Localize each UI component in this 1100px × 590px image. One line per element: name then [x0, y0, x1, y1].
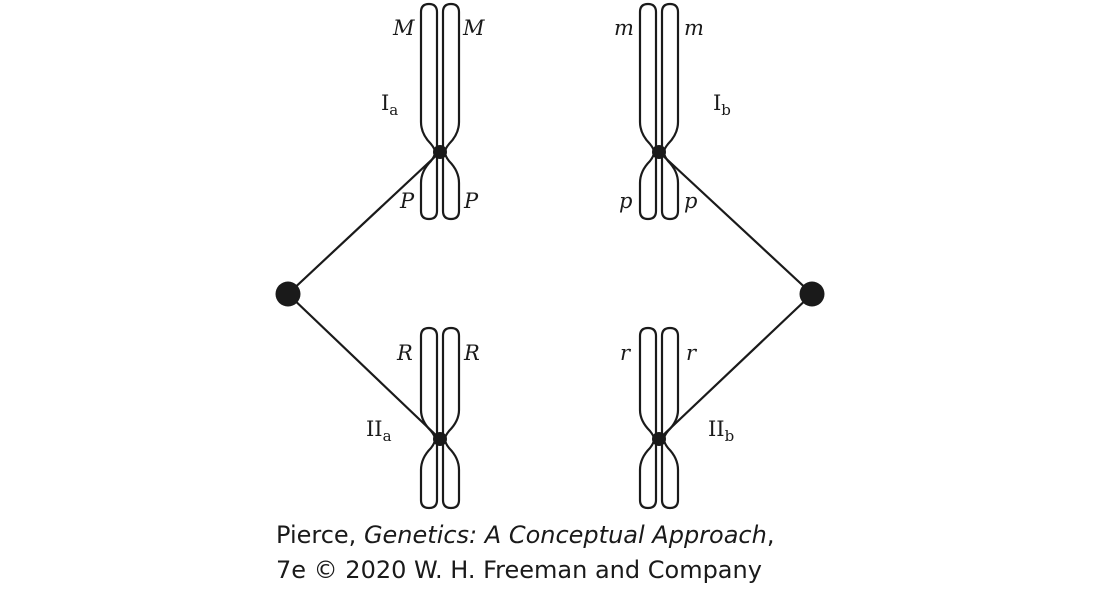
chromosome-IIa [419, 326, 461, 510]
chromosome-label-IIa: IIa [366, 417, 392, 445]
chromatid-left [419, 326, 439, 510]
chromatid-left [638, 326, 658, 510]
chromatid-left [638, 2, 658, 221]
allele-label: p [619, 189, 632, 213]
caption-line-1: Pierce, Genetics: A Conceptual Approach, [276, 518, 774, 553]
spindle-fiber-right-to-Ib [658, 151, 813, 295]
chromosome-label-Ia: Ia [381, 91, 398, 119]
allele-label: P [399, 189, 415, 213]
centromere-IIa [433, 432, 447, 446]
chromosome-Ib [638, 2, 680, 221]
allele-label: m [614, 16, 634, 40]
centromere-IIb [652, 432, 666, 446]
allele-label: p [684, 189, 697, 213]
allele-label: R [463, 341, 480, 365]
figure-caption: Pierce, Genetics: A Conceptual Approach,… [276, 518, 774, 588]
caption-line-2: 7e © 2020 W. H. Freeman and Company [276, 556, 762, 584]
allele-label: r [686, 341, 698, 365]
allele-label: R [396, 341, 413, 365]
spindle-fiber-left-to-IIa [287, 293, 441, 440]
allele-label: M [392, 16, 415, 40]
chromosome-label-Ib: Ib [713, 91, 731, 119]
chromatid-left [419, 2, 439, 221]
allele-label: m [684, 16, 704, 40]
caption-book-title: Genetics: A Conceptual Approach [363, 521, 767, 549]
spindle-fiber-left-to-Ia [287, 151, 441, 295]
spindle-pole-left [275, 281, 301, 307]
meiosis-chromosome-diagram: M M P P m m p p R R r r Ia Ib IIa IIb [275, 2, 825, 510]
chromatid-right [660, 326, 680, 510]
chromosome-label-IIb: IIb [708, 417, 734, 445]
allele-label: r [620, 341, 632, 365]
centromere-Ia [433, 145, 447, 159]
spindle-pole-right [799, 281, 825, 307]
chromatid-right [441, 326, 461, 510]
chromosome-Ia [419, 2, 461, 221]
chromatid-right [660, 2, 680, 221]
spindle-fiber-right-to-IIb [658, 293, 813, 440]
allele-label: M [462, 16, 485, 40]
caption-punctuation: , [766, 521, 775, 549]
caption-author: Pierce, [276, 521, 364, 549]
centromere-Ib [652, 145, 666, 159]
chromatid-right [441, 2, 461, 221]
allele-label: P [463, 189, 479, 213]
chromosome-IIb [638, 326, 680, 510]
